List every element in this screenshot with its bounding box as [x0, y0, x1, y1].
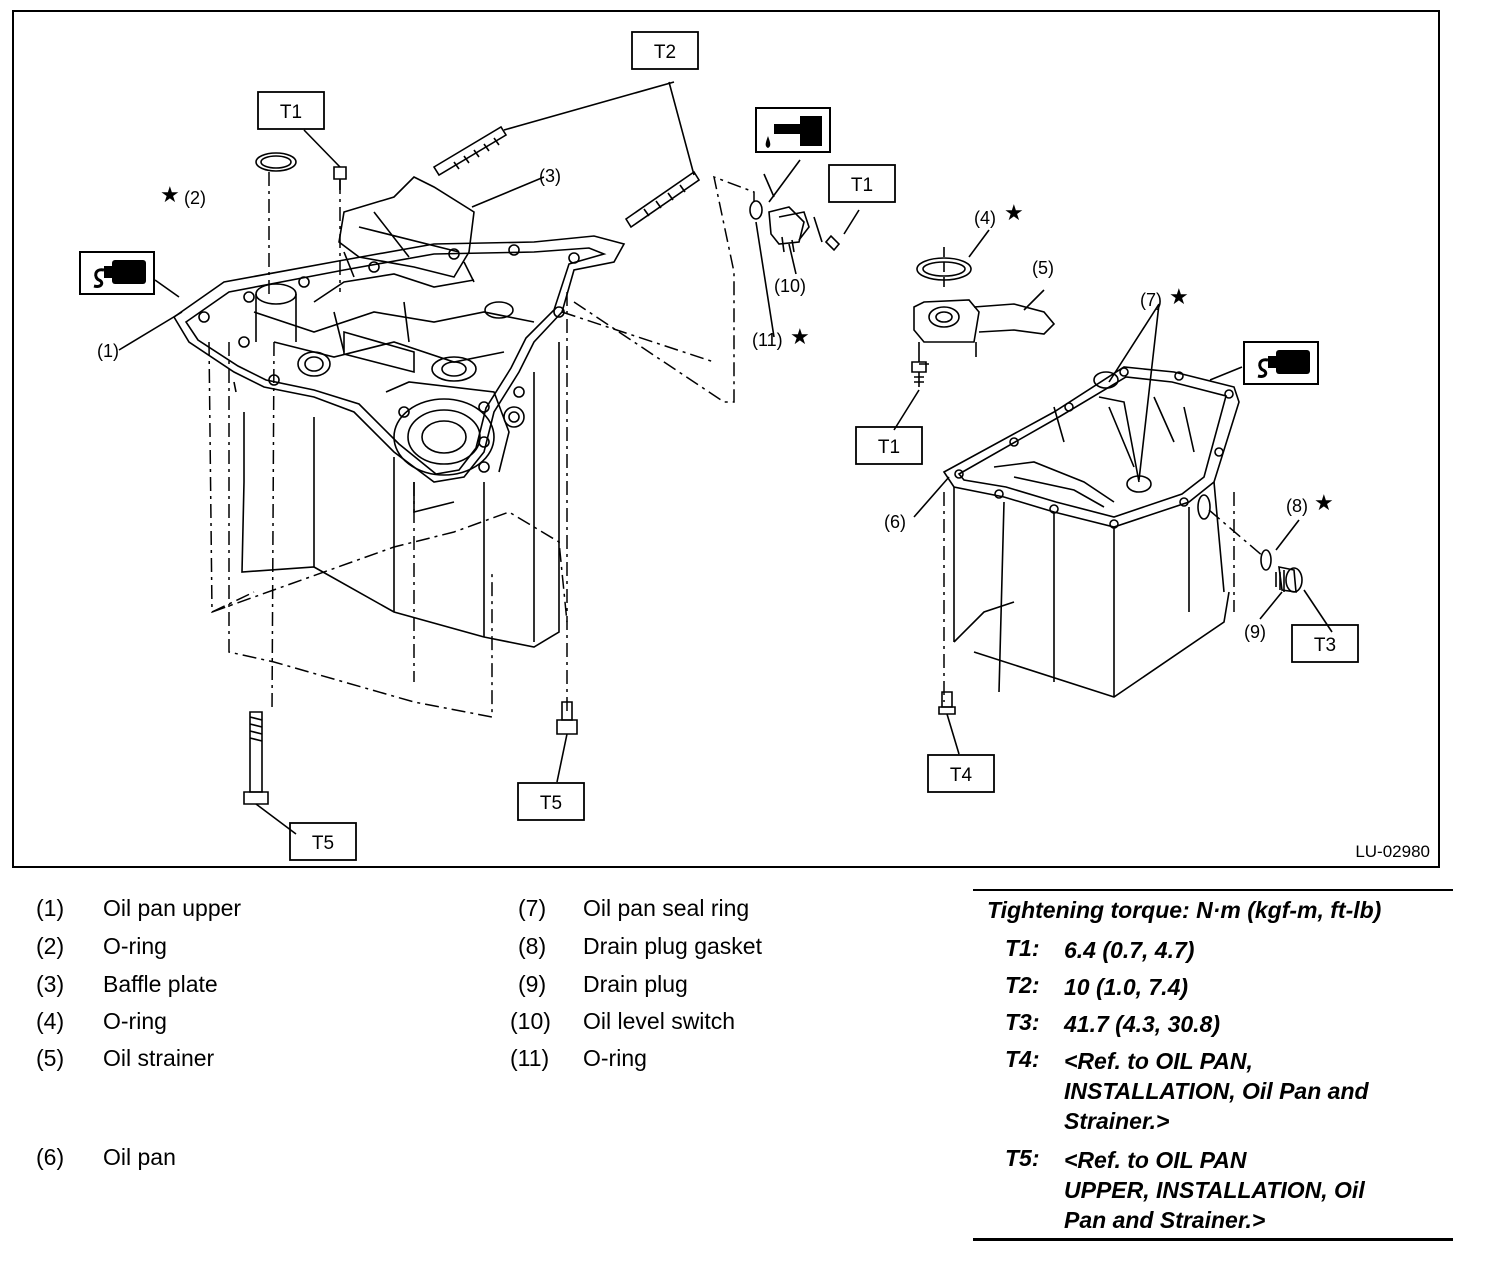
- star-icon: ★: [790, 325, 810, 350]
- torque-box-t5-right: T5: [540, 793, 562, 814]
- torque-box-t4: T4: [950, 765, 973, 786]
- torque-value-line: <Ref. to OIL PAN,: [1064, 1048, 1253, 1074]
- torque-box-t1-strainer: T1: [878, 437, 900, 458]
- legend-name: Oil level switch: [583, 1008, 736, 1034]
- callout-10: (10): [774, 276, 806, 296]
- stud-bolts: [432, 81, 701, 229]
- callout-2: (2): [184, 188, 206, 208]
- callout-11: (11): [752, 330, 783, 350]
- torque-value-line: 6.4 (0.7, 4.7): [1064, 937, 1195, 963]
- liquid-gasket-icon: [1243, 341, 1319, 385]
- legend-number: (8): [518, 933, 547, 959]
- oil-application-icon: [755, 107, 831, 153]
- callout-7: (7): [1140, 290, 1162, 310]
- legend-name: Drain plug: [583, 971, 688, 997]
- torque-value-line: 41.7 (4.3, 30.8): [1064, 1011, 1220, 1037]
- star-icon: ★: [1314, 491, 1334, 516]
- callout-8: (8): [1286, 496, 1308, 516]
- callout-9: (9): [1244, 622, 1266, 642]
- legend-number: (2): [36, 933, 65, 959]
- bolt-drawings: [243, 691, 960, 835]
- torque-value: 6.4 (0.7, 4.7): [1064, 935, 1424, 965]
- torque-box-t3: T3: [1314, 635, 1336, 656]
- o-ring-2: [255, 152, 297, 172]
- torque-panel: Tightening torque: N·m (kgf-m, ft-lb) T1…: [973, 889, 1453, 1241]
- legend-name: Oil pan: [103, 1144, 176, 1170]
- legend-number: (4): [36, 1008, 65, 1034]
- legend-number: (7): [518, 895, 547, 921]
- legend-number: (1): [36, 895, 65, 921]
- torque-box-labels: [257, 31, 1359, 861]
- callout-3: (3): [539, 166, 561, 186]
- torque-code: T5:: [1005, 1145, 1040, 1171]
- diagram-drawing: T2 T1 T1 T1 T5 T5 T4 T3: [79, 31, 1359, 861]
- legend-name: Drain plug gasket: [583, 933, 762, 959]
- torque-value-line: Pan and Strainer.>: [1064, 1207, 1266, 1233]
- oil-level-switch-drawing: [749, 173, 860, 338]
- torque-box-t5-left: T5: [312, 833, 334, 854]
- torque-value: 41.7 (4.3, 30.8): [1064, 1009, 1424, 1039]
- torque-title: Tightening torque: N·m (kgf-m, ft-lb): [987, 897, 1382, 923]
- legend-name: Oil strainer: [103, 1045, 215, 1071]
- torque-value: <Ref. to OIL PAN UPPER, INSTALLATION, Oi…: [1064, 1145, 1424, 1235]
- torque-value-line: Strainer.>: [1064, 1108, 1170, 1134]
- callout-5: (5): [1032, 258, 1054, 278]
- torque-code: T4:: [1005, 1046, 1040, 1072]
- torque-value: 10 (1.0, 7.4): [1064, 972, 1424, 1002]
- callout-4: (4): [974, 208, 996, 228]
- torque-value: <Ref. to OIL PAN, INSTALLATION, Oil Pan …: [1064, 1046, 1424, 1136]
- oil-pan-drawing: [942, 366, 1240, 698]
- star-icon: ★: [160, 183, 180, 208]
- legend-name: Oil pan upper: [103, 895, 242, 921]
- torque-code: T3:: [1005, 1009, 1040, 1035]
- legend-name: O-ring: [103, 933, 167, 959]
- torque-box-t1-top: T1: [280, 102, 302, 123]
- legend-number: (6): [36, 1144, 65, 1170]
- oil-pan-upper-drawing: [172, 176, 626, 648]
- legend-name: Baffle plate: [103, 971, 218, 997]
- legend-number: (9): [518, 971, 547, 997]
- torque-value-line: 10 (1.0, 7.4): [1064, 974, 1189, 1000]
- torque-box-t1-switch: T1: [851, 175, 873, 196]
- callout-1: (1): [97, 341, 119, 361]
- legend-name: Oil pan seal ring: [583, 895, 750, 921]
- legend-number: (11): [510, 1045, 550, 1071]
- torque-value-line: UPPER, INSTALLATION, Oil: [1064, 1177, 1365, 1203]
- torque-value-line: <Ref. to OIL PAN: [1064, 1147, 1247, 1173]
- star-icon: ★: [1004, 201, 1024, 226]
- callout-6: (6): [884, 512, 906, 532]
- torque-code: T2:: [1005, 972, 1040, 998]
- legend-number: (5): [36, 1045, 65, 1071]
- legend-number: (10): [510, 1008, 551, 1034]
- torque-code: T1:: [1005, 935, 1040, 961]
- legend-name: O-ring: [103, 1008, 167, 1034]
- exploded-diagram: T2 T1 T1 T1 T5 T5 T4 T3: [12, 10, 1440, 868]
- figure-code: LU-02980: [1355, 842, 1430, 861]
- star-icon: ★: [1169, 285, 1189, 310]
- oil-strainer-drawing: [893, 229, 1056, 431]
- legend-number: (3): [36, 971, 65, 997]
- torque-value-line: INSTALLATION, Oil Pan and: [1064, 1078, 1369, 1104]
- legend-name: O-ring: [583, 1045, 647, 1071]
- drain-plug-drawing: [1259, 519, 1333, 633]
- liquid-gasket-icon: [79, 251, 155, 295]
- torque-box-t2: T2: [654, 42, 676, 63]
